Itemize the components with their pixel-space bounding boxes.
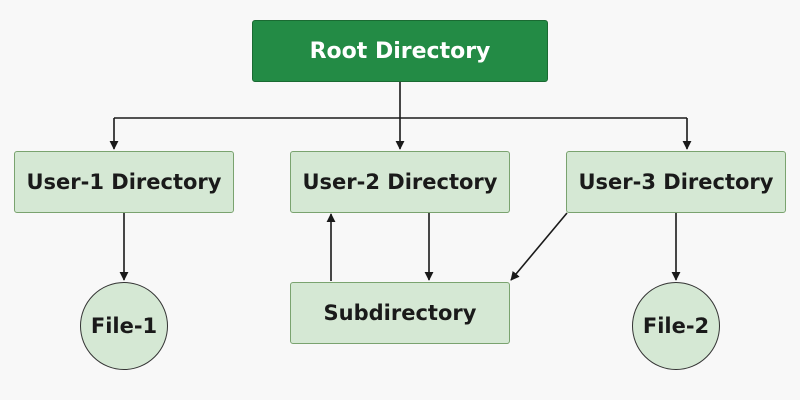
node-root-directory-label: Root Directory [309,38,491,64]
node-user1-directory: User-1 Directory [14,151,234,213]
node-user1-directory-label: User-1 Directory [26,170,222,194]
node-file1: File-1 [80,282,168,370]
node-file2-label: File-2 [642,314,710,338]
node-subdirectory-label: Subdirectory [323,301,477,325]
node-user3-directory: User-3 Directory [566,151,786,213]
node-file2: File-2 [632,282,720,370]
node-root-directory: Root Directory [252,20,548,82]
node-user2-directory-label: User-2 Directory [302,170,498,194]
node-user3-directory-label: User-3 Directory [578,170,774,194]
node-user2-directory: User-2 Directory [290,151,510,213]
node-file1-label: File-1 [90,314,158,338]
edge-user3-to-subdirectory [510,212,568,281]
node-subdirectory: Subdirectory [290,282,510,344]
